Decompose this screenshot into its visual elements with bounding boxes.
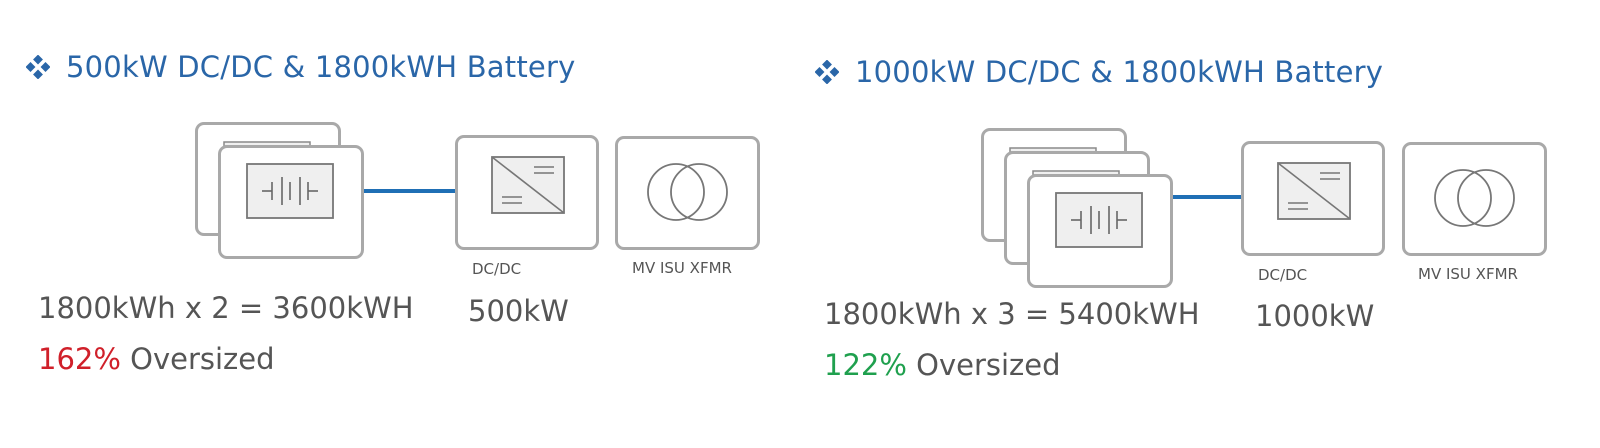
heading-text: 1000kW DC/DC & 1800kWH Battery [855,55,1384,89]
oversize-line: 122% Oversized [824,348,1061,382]
dcdc-label: DC/DC [472,260,522,278]
oversize-text: Oversized [120,342,275,376]
dcdc-label: DC/DC [1258,266,1308,284]
xfmr-label: MV ISU XFMR [632,259,732,277]
oversize-line: 162% Oversized [38,342,275,376]
dcdc-converter-icon [491,156,565,214]
xfmr-label: MV ISU XFMR [1418,265,1518,283]
battery-module [1027,174,1173,288]
energy-calc: 1800kWh x 2 = 3600kWH [38,291,414,325]
battery-icon [1055,192,1143,248]
config-panel-1000kw: 1000kW DC/DC & 1800kWH Battery [800,0,1600,448]
battery-module [218,145,364,259]
panel-heading: 500kW DC/DC & 1800kWH Battery [26,50,575,84]
dcdc-converter-box [1241,141,1385,256]
dc-bus-wire [364,189,456,193]
diamond-bullet-icon [26,55,50,79]
diamond-bullet-icon [815,60,839,84]
battery-icon [246,163,334,219]
oversize-percent: 122% [824,348,907,382]
oversize-percent: 162% [38,342,121,376]
transformer-box [615,136,760,250]
transformer-icon [647,163,728,221]
dcdc-converter-icon [1277,162,1351,220]
heading-text: 500kW DC/DC & 1800kWH Battery [66,50,576,84]
power-rating: 1000kW [1255,299,1375,333]
config-panel-500kw: 500kW DC/DC & 1800kWH Battery [26,50,760,376]
transformer-box [1402,142,1547,256]
dcdc-converter-box [455,135,599,250]
panel-heading: 1000kW DC/DC & 1800kWH Battery [815,55,1383,89]
power-rating: 500kW [468,294,569,328]
energy-calc: 1800kWh x 3 = 5400kWH [824,297,1200,331]
oversize-text: Oversized [906,348,1061,382]
dc-bus-wire [1173,195,1242,199]
transformer-icon [1434,169,1515,227]
